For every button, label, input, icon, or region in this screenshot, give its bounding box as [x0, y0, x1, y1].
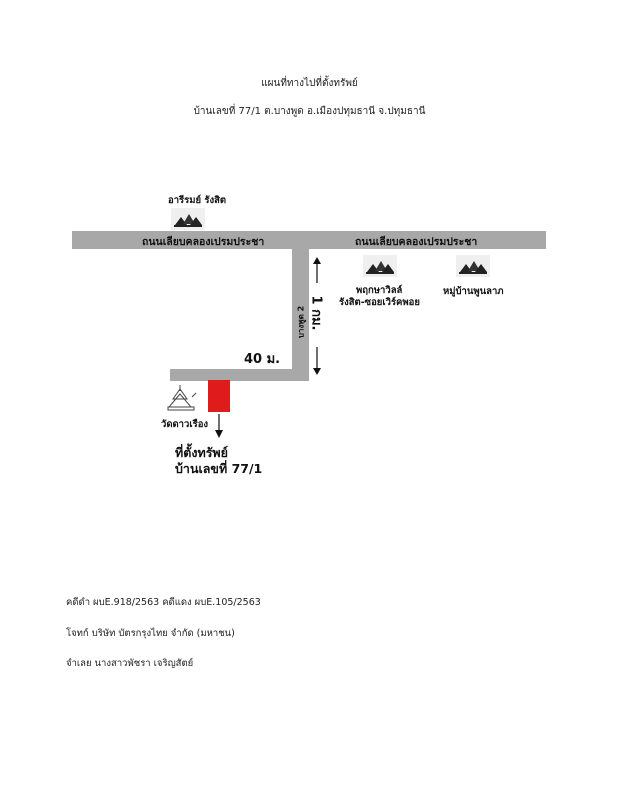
address-subtitle: บ้านเลขที่ 77/1 ต.บางพูด อ.เมืองปทุมธานี… [193, 106, 426, 117]
page-title: แผนที่ทางไปที่ตั้งทรัพย์ [261, 78, 358, 89]
temple-label: วัดดาวเรือง [161, 419, 209, 430]
landmark-right-2-label: หมู่บ้านพูนลาภ [443, 286, 504, 297]
property-marker [208, 380, 230, 412]
property-label-line2: บ้านเลขที่ 77/1 [175, 461, 263, 476]
landmark-right-1-line2: รังสิต-ซอยเวิร์คพอย [339, 297, 420, 308]
village-icon [171, 208, 205, 230]
distance-side-label: 1 กม. [308, 295, 324, 331]
main-road [72, 231, 546, 249]
location-map: ถนนเลียบคลองเปรมประชา ถนนเลียบคลองเปรมปร… [72, 195, 546, 477]
landmark-right-1-line1: พฤกษาวิลล์ [356, 285, 403, 296]
temple-icon [167, 385, 197, 411]
landmark-top-left-label: อารีรมย์ รังสิต [168, 195, 227, 206]
main-road-label-left: ถนนเลียบคลองเปรมประชา [142, 236, 265, 248]
case-number-line: คดีดำ ผบE.918/2563 คดีแดง ผบE.105/2563 [66, 597, 261, 608]
side-road-label: บางพูด 2 [296, 305, 305, 339]
plaintiff-line: โจทก์ บริษัท บัตรกรุงไทย จำกัด (มหาชน) [66, 628, 235, 639]
property-label-line1: ที่ตั้งทรัพย์ [175, 445, 228, 460]
distance-bottom-label: 40 ม. [244, 352, 281, 367]
distance-side-box: 1 กม. [307, 290, 327, 336]
village-icon [456, 255, 490, 277]
property-label: ที่ตั้งทรัพย์ บ้านเลขที่ 77/1 [175, 445, 262, 477]
distance-arrows-icon [313, 257, 321, 375]
defendant-line: จำเลย นางสาวพัชรา เจริญสัตย์ [66, 658, 194, 669]
bottom-road [170, 369, 309, 381]
side-road [292, 249, 309, 379]
main-road-label-right: ถนนเลียบคลองเปรมประชา [355, 236, 478, 248]
arrow-down-icon [215, 414, 223, 438]
village-icon [363, 255, 397, 277]
